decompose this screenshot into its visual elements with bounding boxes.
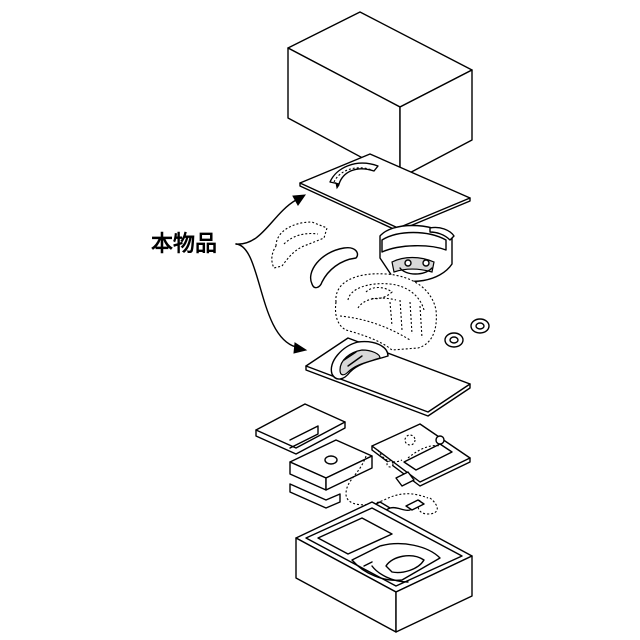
callout-label: 本物品 <box>151 231 217 257</box>
callout-arrowhead-upper <box>293 195 305 205</box>
callout: 本物品 <box>151 195 306 353</box>
callout-arrowhead-lower <box>294 343 306 353</box>
ring-parts <box>445 319 489 347</box>
headset-unit <box>380 226 454 282</box>
top-insert-sheet <box>300 154 470 231</box>
accessory-tray <box>372 424 470 486</box>
base-box <box>296 502 472 632</box>
lid-box <box>288 12 472 178</box>
middle-tray-sheet <box>306 338 470 416</box>
